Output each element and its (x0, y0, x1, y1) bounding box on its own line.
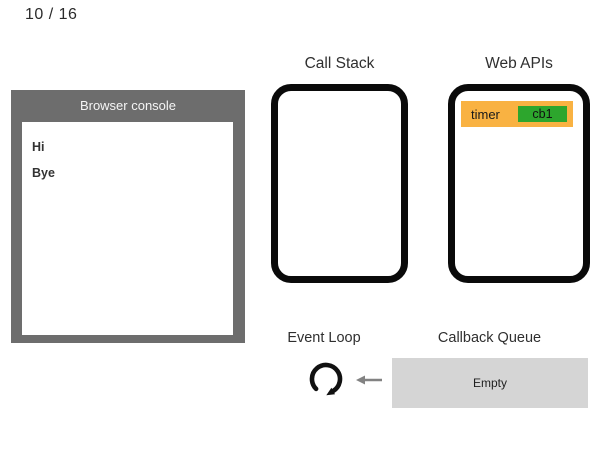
slide-page-counter: 10 / 16 (25, 6, 78, 23)
browser-console-screen: Hi Bye (22, 122, 233, 335)
console-output-line: Bye (32, 166, 55, 180)
web-apis-label: Web APIs (485, 55, 553, 72)
event-loop-label: Event Loop (287, 330, 361, 346)
queue-to-loop-left-arrow-icon (356, 375, 382, 385)
console-output-line: Hi (32, 140, 45, 154)
callback-chip: cb1 (518, 106, 567, 122)
browser-console: Browser console Hi Bye (11, 90, 245, 343)
callback-queue-box: Empty (392, 358, 588, 408)
call-stack-box (271, 84, 408, 283)
event-loop-clockwise-arrow-icon (309, 362, 343, 396)
web-apis-box: timer cb1 (448, 84, 590, 283)
browser-console-title: Browser console (79, 98, 177, 113)
timer-task-label: timer (471, 106, 500, 122)
timer-task-bar: timer cb1 (461, 101, 573, 127)
queue-empty-text: Empty (472, 376, 507, 390)
call-stack-label: Call Stack (304, 55, 375, 72)
callback-queue-label: Callback Queue (437, 330, 542, 346)
